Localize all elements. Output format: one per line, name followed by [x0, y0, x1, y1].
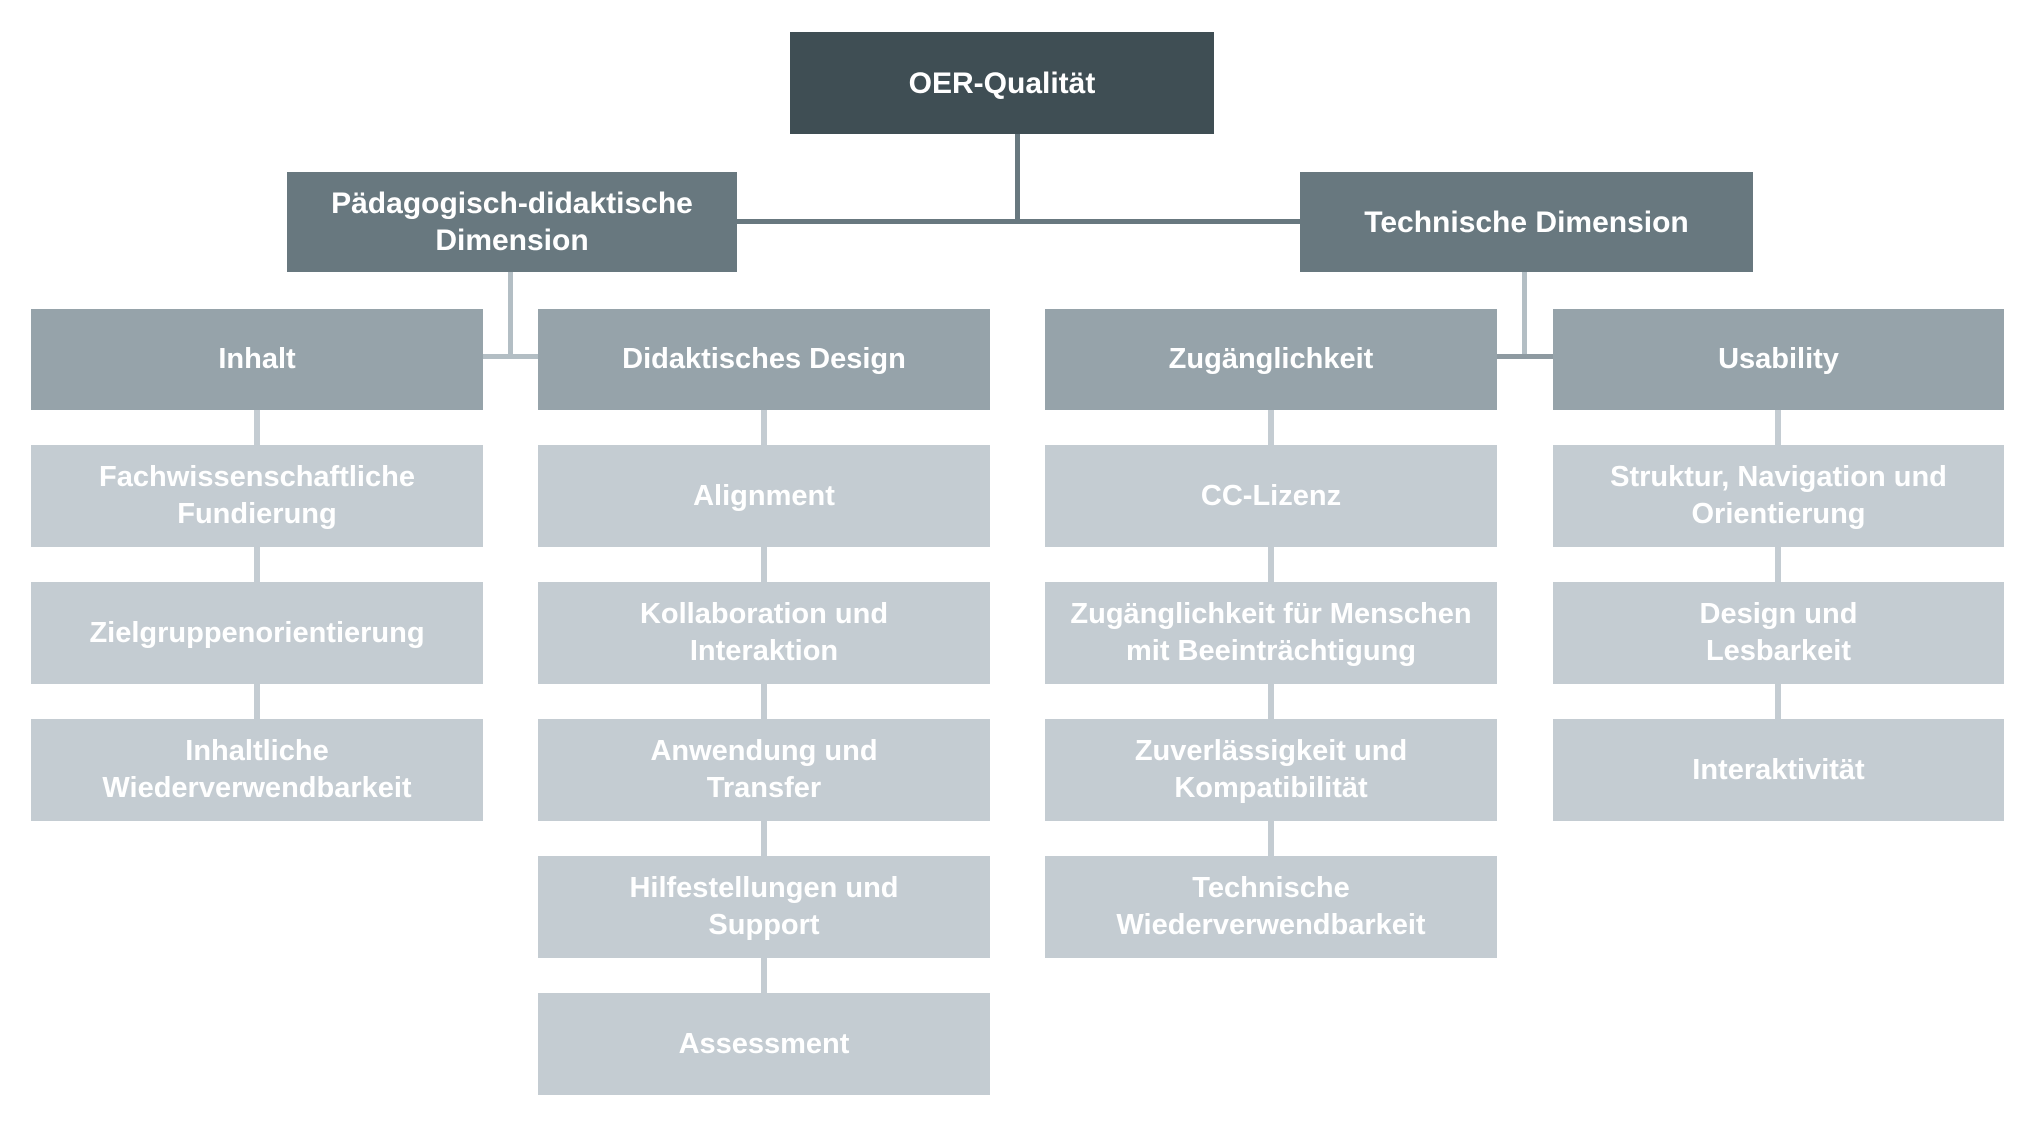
node-hilfestellungen-und-support: Hilfestellungen und Support — [538, 856, 990, 958]
connector-line — [1268, 410, 1274, 445]
node-struktur-navigation-und-orientierung: Struktur, Navigation und Orientierung — [1553, 445, 2004, 547]
node-label: Inhaltliche Wiederverwendbarkeit — [102, 735, 412, 804]
node-header-usability: Usability — [1553, 309, 2004, 410]
node-assessment: Assessment — [538, 993, 990, 1095]
connector-line — [254, 684, 260, 719]
connector-line — [1268, 821, 1274, 856]
node-anwendung-und-transfer: Anwendung und Transfer — [538, 719, 990, 821]
node-inhaltliche-wiederverwendbarkeit: Inhaltliche Wiederverwendbarkeit — [31, 719, 483, 821]
connector-line — [761, 410, 767, 445]
node-zielgruppenorientierung: Zielgruppenorientierung — [31, 582, 483, 684]
connector-dimension-left-vertical — [508, 272, 513, 358]
connector-line — [761, 547, 767, 582]
node-label: Technische Dimension — [1364, 205, 1689, 239]
node-label: Interaktivität — [1692, 753, 1865, 786]
node-label: Pädagogisch-didaktische Dimension — [331, 187, 693, 257]
node-label: Alignment — [693, 479, 835, 512]
connector-line — [1268, 684, 1274, 719]
node-zuverlaessigkeit-und-kompatibilitaet: Zuverlässigkeit und Kompatibilität — [1045, 719, 1497, 821]
connector-dimension-right-vertical — [1522, 272, 1527, 358]
node-cc-lizenz: CC-Lizenz — [1045, 445, 1497, 547]
node-label: Inhalt — [218, 343, 296, 375]
connector-line — [254, 410, 260, 445]
node-fachwissenschaftliche-fundierung: Fachwissenschaftliche Fundierung — [31, 445, 483, 547]
connector-line — [761, 821, 767, 856]
node-label: Hilfestellungen und Support — [629, 872, 899, 941]
node-label: Struktur, Navigation und Orientierung — [1610, 461, 1947, 530]
connector-line — [761, 958, 767, 993]
node-technische-wiederverwendbarkeit: Technische Wiederverwendbarkeit — [1045, 856, 1497, 958]
node-label: Technische Wiederverwendbarkeit — [1116, 872, 1426, 941]
connector-line — [1268, 547, 1274, 582]
node-label: Didaktisches Design — [622, 343, 906, 375]
node-header-didaktisches-design: Didaktisches Design — [538, 309, 990, 410]
node-zugaenglichkeit-fuer-menschen-mit-beeintraechtigung: Zugänglichkeit für Menschen mit Beeinträ… — [1045, 582, 1497, 684]
connector-line — [1775, 547, 1781, 582]
node-label: Assessment — [678, 1027, 850, 1060]
node-design-und-lesbarkeit: Design und Lesbarkeit — [1553, 582, 2004, 684]
node-kollaboration-und-interaktion: Kollaboration und Interaktion — [538, 582, 990, 684]
node-label: OER-Qualität — [908, 66, 1096, 100]
node-label: Fachwissenschaftliche Fundierung — [99, 461, 415, 530]
connector-header-stub-left — [483, 354, 538, 359]
node-alignment: Alignment — [538, 445, 990, 547]
node-label: CC-Lizenz — [1200, 479, 1342, 512]
node-label: Zugänglichkeit für Menschen mit Beeinträ… — [1070, 598, 1472, 667]
node-paedagogisch-didaktische-dimension: Pädagogisch-didaktische Dimension — [287, 172, 737, 272]
node-label: Anwendung und Transfer — [650, 735, 878, 804]
connector-line — [761, 684, 767, 719]
node-label: Zuverlässigkeit und Kompatibilität — [1134, 735, 1408, 804]
node-technische-dimension: Technische Dimension — [1300, 172, 1753, 272]
node-label: Usability — [1718, 343, 1839, 375]
connector-line — [1775, 410, 1781, 445]
node-label: Zielgruppenorientierung — [89, 616, 425, 649]
node-label: Zugänglichkeit — [1168, 343, 1374, 375]
node-oer-qualitaet: OER-Qualität — [790, 32, 1214, 134]
connector-root-horizontal — [737, 219, 1300, 224]
node-header-inhalt: Inhalt — [31, 309, 483, 410]
connector-line — [1775, 684, 1781, 719]
connector-root-vertical — [1015, 134, 1020, 221]
connector-header-stub-right — [1497, 354, 1553, 359]
node-label: Design und Lesbarkeit — [1699, 598, 1858, 667]
node-interaktivitaet: Interaktivität — [1553, 719, 2004, 821]
node-label: Kollaboration und Interaktion — [639, 598, 889, 667]
node-header-zugaenglichkeit: Zugänglichkeit — [1045, 309, 1497, 410]
connector-line — [254, 547, 260, 582]
